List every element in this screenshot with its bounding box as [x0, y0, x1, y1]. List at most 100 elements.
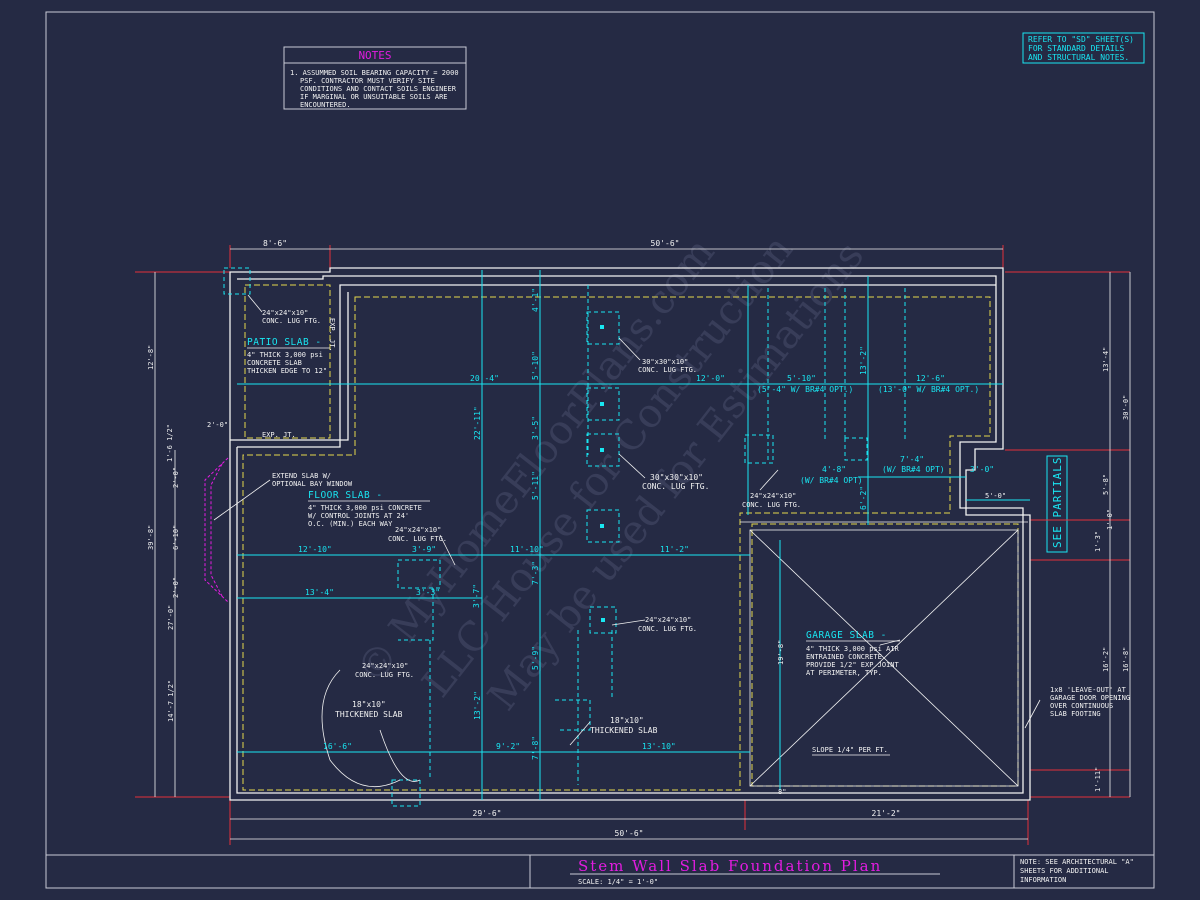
dim-text: 6'-10" [172, 525, 180, 550]
dim-text: 12'-0" [696, 374, 725, 383]
lug-footing-label: CONC. LUG FTG. [638, 625, 697, 633]
patio-slab-note: THICKEN EDGE TO 12" [247, 367, 327, 375]
lug-footing-label: CONC. LUG FTG. [742, 501, 801, 509]
title-block-note: INFORMATION [1020, 876, 1066, 884]
dim-text: 4'-8" [822, 465, 846, 474]
refer-note-line: AND STRUCTURAL NOTES. [1028, 53, 1129, 62]
title-block-note: SHEETS FOR ADDITIONAL [1020, 867, 1109, 875]
see-partials-tag: SEE PARTIALS [1046, 455, 1068, 553]
notes-line: ENCOUNTERED. [300, 101, 351, 109]
garage-slab-note: ENTRAINED CONCRETE [806, 653, 882, 661]
drawing-scale: SCALE: 1/4" = 1'-0" [578, 878, 658, 886]
dim-text: 8" [778, 788, 786, 796]
dim-text: 5'-9" [531, 646, 540, 670]
floor-slab-title: FLOOR SLAB - [308, 490, 383, 501]
notes-title: NOTES [358, 49, 391, 62]
dim-text: 1'-3" [1094, 531, 1102, 552]
garage-slab [740, 521, 1028, 787]
dim-text: 50'-6" [615, 829, 644, 838]
dim-text: 3'-9" [412, 545, 436, 554]
dim-text: 2'-0" [207, 421, 228, 429]
notes-line: PSF. CONTRACTOR MUST VERIFY SITE [300, 77, 435, 85]
lug-footing-label: CONC. LUG FTG. [642, 482, 709, 491]
dim-text: 1'-6 1/2" [166, 424, 174, 462]
interior-footings [391, 270, 906, 807]
leave-out-label: GARAGE DOOR OPENING [1050, 694, 1130, 702]
floor-slab-label: FLOOR SLAB - 4" THICK 3,000 psi CONCRETE… [308, 490, 430, 528]
lug-footing-label: CONC. LUG FTG. [355, 671, 414, 679]
floor-slab-note: W/ CONTROL JOINTS AT 24' [308, 512, 409, 520]
dim-text: 13'-4" [1102, 347, 1110, 372]
thickened-slab-label: 18"x10" [610, 716, 644, 725]
refer-note-line: FOR STANDARD DETAILS [1028, 44, 1125, 53]
dim-text: 5'-8" [1102, 474, 1110, 495]
dim-text: 11'-2" [660, 545, 689, 554]
lug-footing-label: 24"x24"x10" [262, 309, 308, 317]
notes-line: 1. ASSUMMED SOIL BEARING CAPACITY = 2000 [290, 69, 459, 77]
notes-box: NOTES 1. ASSUMMED SOIL BEARING CAPACITY … [283, 46, 467, 110]
dim-text: 3'-3" [416, 588, 440, 597]
leader-lines [213, 294, 1041, 787]
dim-text: 7'-8" [531, 736, 540, 760]
dim-text: 13'-2" [859, 346, 868, 375]
dim-text: 12'-8" [147, 345, 155, 370]
dim-text: 16'-6" [323, 742, 352, 751]
lug-footings [223, 267, 620, 634]
dim-text: 8'-6" [263, 239, 287, 248]
see-partials-label: SEE PARTIALS [1051, 457, 1064, 548]
floor-slab-note: 4" THICK 3,000 psi CONCRETE [308, 504, 422, 512]
dim-text: 6'-2" [859, 486, 868, 510]
dim-text: 7'-3" [531, 561, 540, 585]
dim-text: 39'-8" [147, 525, 155, 550]
dimension-lines [154, 248, 1131, 840]
stem-wall-outer [229, 267, 1031, 801]
lug-footing-label: 24"x24"x10" [645, 616, 691, 624]
dim-text: 1'-11" [1094, 767, 1102, 792]
dim-text: 27'-0" [167, 605, 175, 630]
patio-slab-title: PATIO SLAB - [247, 337, 322, 348]
dim-text: 5'-0" [985, 492, 1006, 500]
lug-footing-label: CONC. LUG FTG. [638, 366, 697, 374]
dim-text: 50'-6" [651, 239, 680, 248]
bay-window-label: OPTIONAL BAY WINDOW [272, 480, 353, 488]
dim-text: 3'-5" [531, 416, 540, 440]
dim-text: 14'-7 1/2" [167, 680, 175, 722]
dim-text: 12'-10" [298, 545, 332, 554]
br4-note: (5'-4" W/ BR#4 OPT.) [757, 385, 853, 394]
garage-slab-note: 4" THICK 3,000 psi AIR [806, 645, 900, 653]
dim-text: 5'-11" [531, 471, 540, 500]
thickened-slab-label: THICKENED SLAB [590, 726, 658, 735]
lug-footing-label: 30"x30"x10" [650, 473, 703, 482]
dim-text: 29'-6" [473, 809, 502, 818]
dim-text: 1'-0" [1106, 509, 1114, 530]
exp-joint-label: EXP. JT. [328, 318, 336, 352]
watermark-line: LLC House for Construction [414, 227, 802, 706]
thickened-slab-label: THICKENED SLAB [335, 710, 403, 719]
lug-footing-label: 24"x24"x10" [362, 662, 408, 670]
sheet-border [45, 11, 1155, 889]
lug-footing-label: CONC. LUG FTG. [262, 317, 321, 325]
dim-text: 7'-4" [900, 455, 924, 464]
br4-note: (W/ BR#4 OPT) [882, 465, 945, 474]
patio-notch [237, 284, 996, 448]
garage-slab-note: AT PERIMETER, TYP. [806, 669, 882, 677]
title-block-note: NOTE: SEE ARCHITECTURAL "A" [1020, 858, 1134, 866]
br4-note: (13'-0" W/ BR#4 OPT.) [878, 385, 979, 394]
lug-footing-label: 30"x30"x10" [642, 358, 688, 366]
dim-text: 20'-4" [470, 374, 499, 383]
patio-slab-note: CONCRETE SLAB [247, 359, 302, 367]
drawing-title: Stem Wall Slab Foundation Plan [578, 857, 882, 875]
slope-label: SLOPE 1/4" PER FT. [812, 746, 888, 754]
dim-text: 2'-0" [172, 467, 180, 488]
dim-text: 5'-10" [531, 351, 540, 380]
dim-text: 19'-8" [777, 640, 785, 665]
lug-footing-label: 24"x24"x10" [395, 526, 441, 534]
lug-footing-label: CONC. LUG FTG. [388, 535, 447, 543]
lug-footing-label: 24"x24"x10" [750, 492, 796, 500]
garage-slab-note: PROVIDE 1/2" EXP JOINT [806, 661, 900, 669]
dim-text: 16'-8" [1122, 647, 1130, 672]
floor-slab-note: O.C. (MIN.) EACH WAY [308, 520, 393, 528]
dim-text: 4'-1" [531, 288, 540, 312]
dim-text: 13'-2" [473, 691, 482, 720]
leave-out-label: OVER CONTINUOUS [1050, 702, 1113, 710]
